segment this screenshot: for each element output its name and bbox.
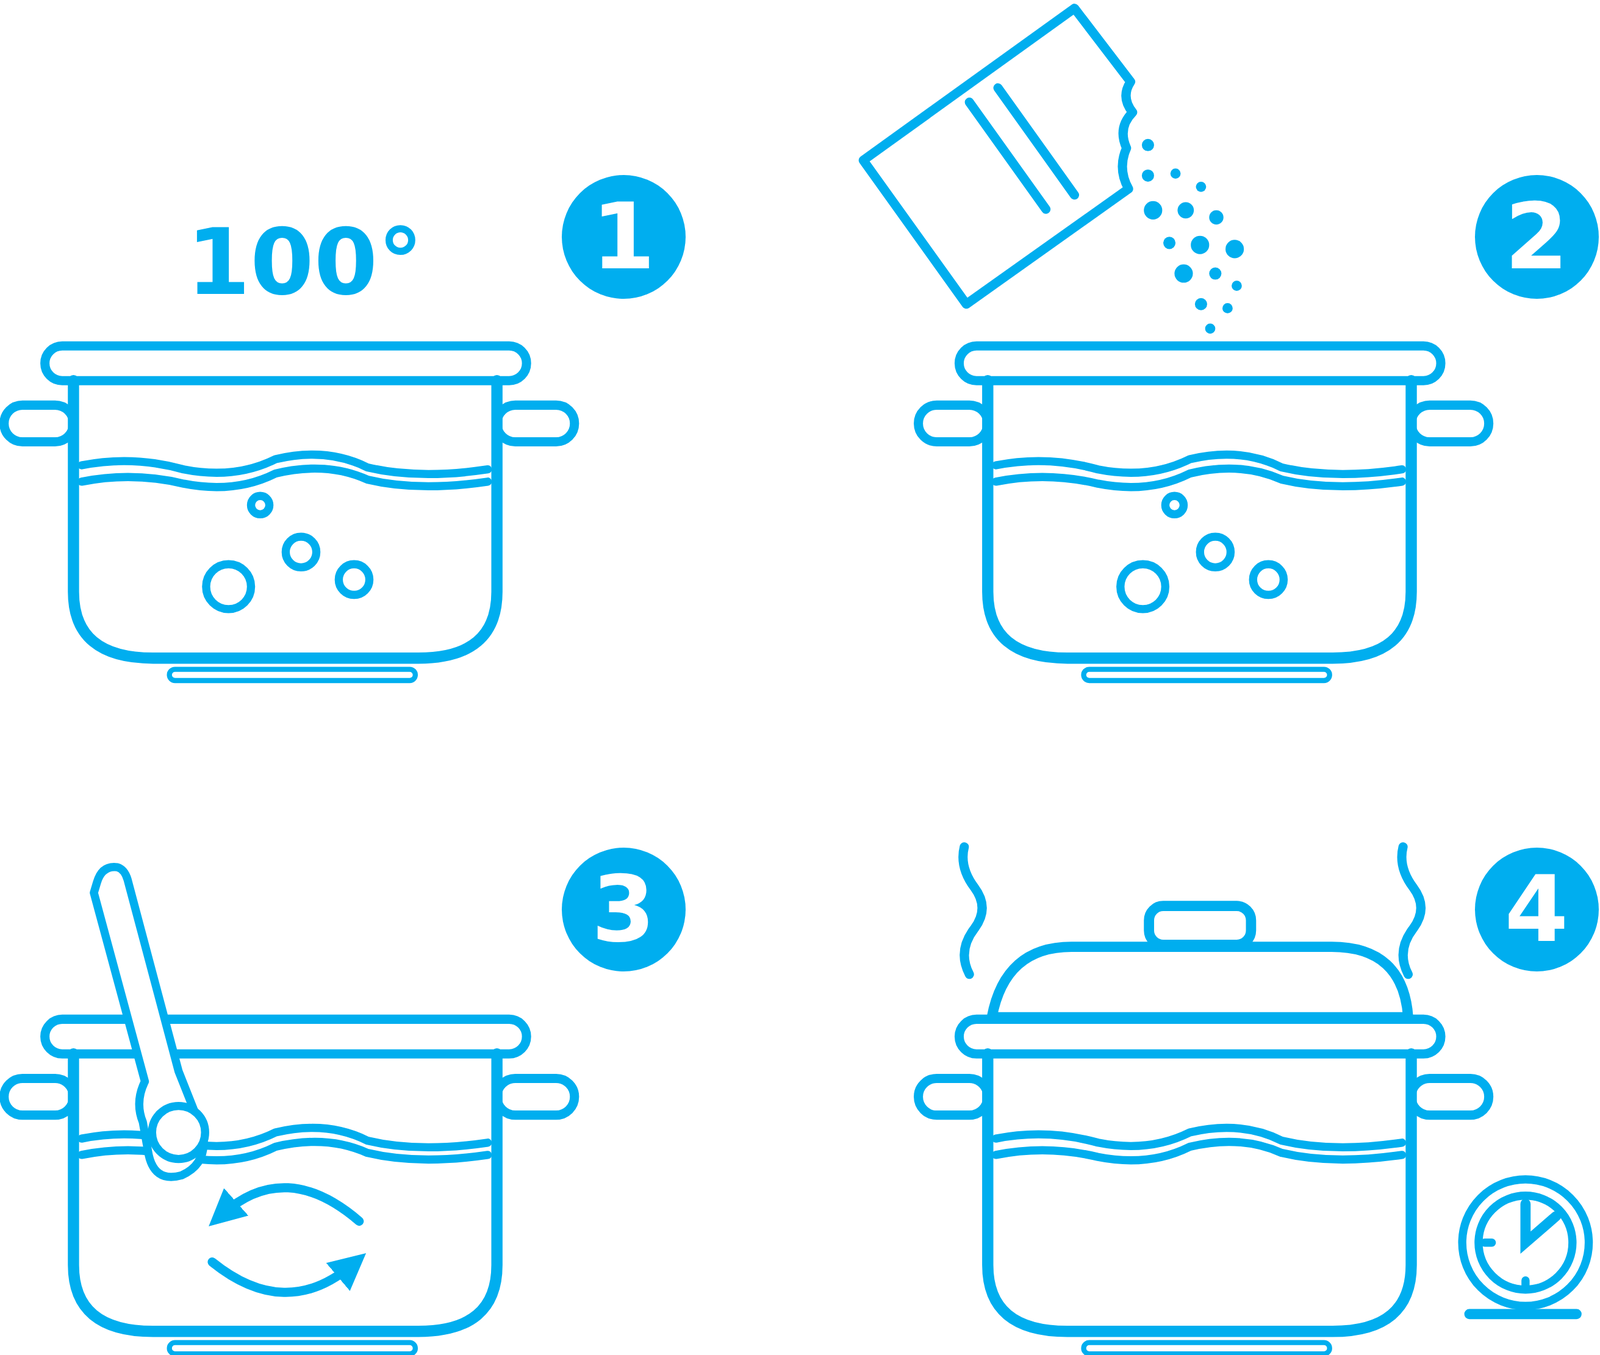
stir-arrows	[212, 1188, 360, 1294]
salt-box	[863, 8, 1133, 305]
temperature-label: 100°	[186, 216, 424, 309]
step-number: 2	[1504, 190, 1569, 283]
step-number: 4	[1504, 863, 1569, 956]
step-number-circle: 3	[561, 847, 686, 972]
step-number: 3	[591, 863, 656, 956]
steam	[963, 847, 1422, 975]
pot-step-3	[4, 1019, 575, 1355]
step-number-circle: 2	[1474, 175, 1599, 299]
step-number-circle: 4	[1474, 847, 1599, 972]
salt-grains	[1141, 139, 1244, 335]
spoon	[93, 867, 205, 1178]
step-number: 1	[591, 190, 656, 283]
pot-step-2	[918, 345, 1489, 681]
lid	[991, 906, 1409, 1018]
pot-step-1	[4, 345, 575, 681]
timer	[1462, 1179, 1589, 1315]
step-number-circle: 1	[561, 175, 686, 299]
pot-step-4	[918, 1019, 1489, 1355]
